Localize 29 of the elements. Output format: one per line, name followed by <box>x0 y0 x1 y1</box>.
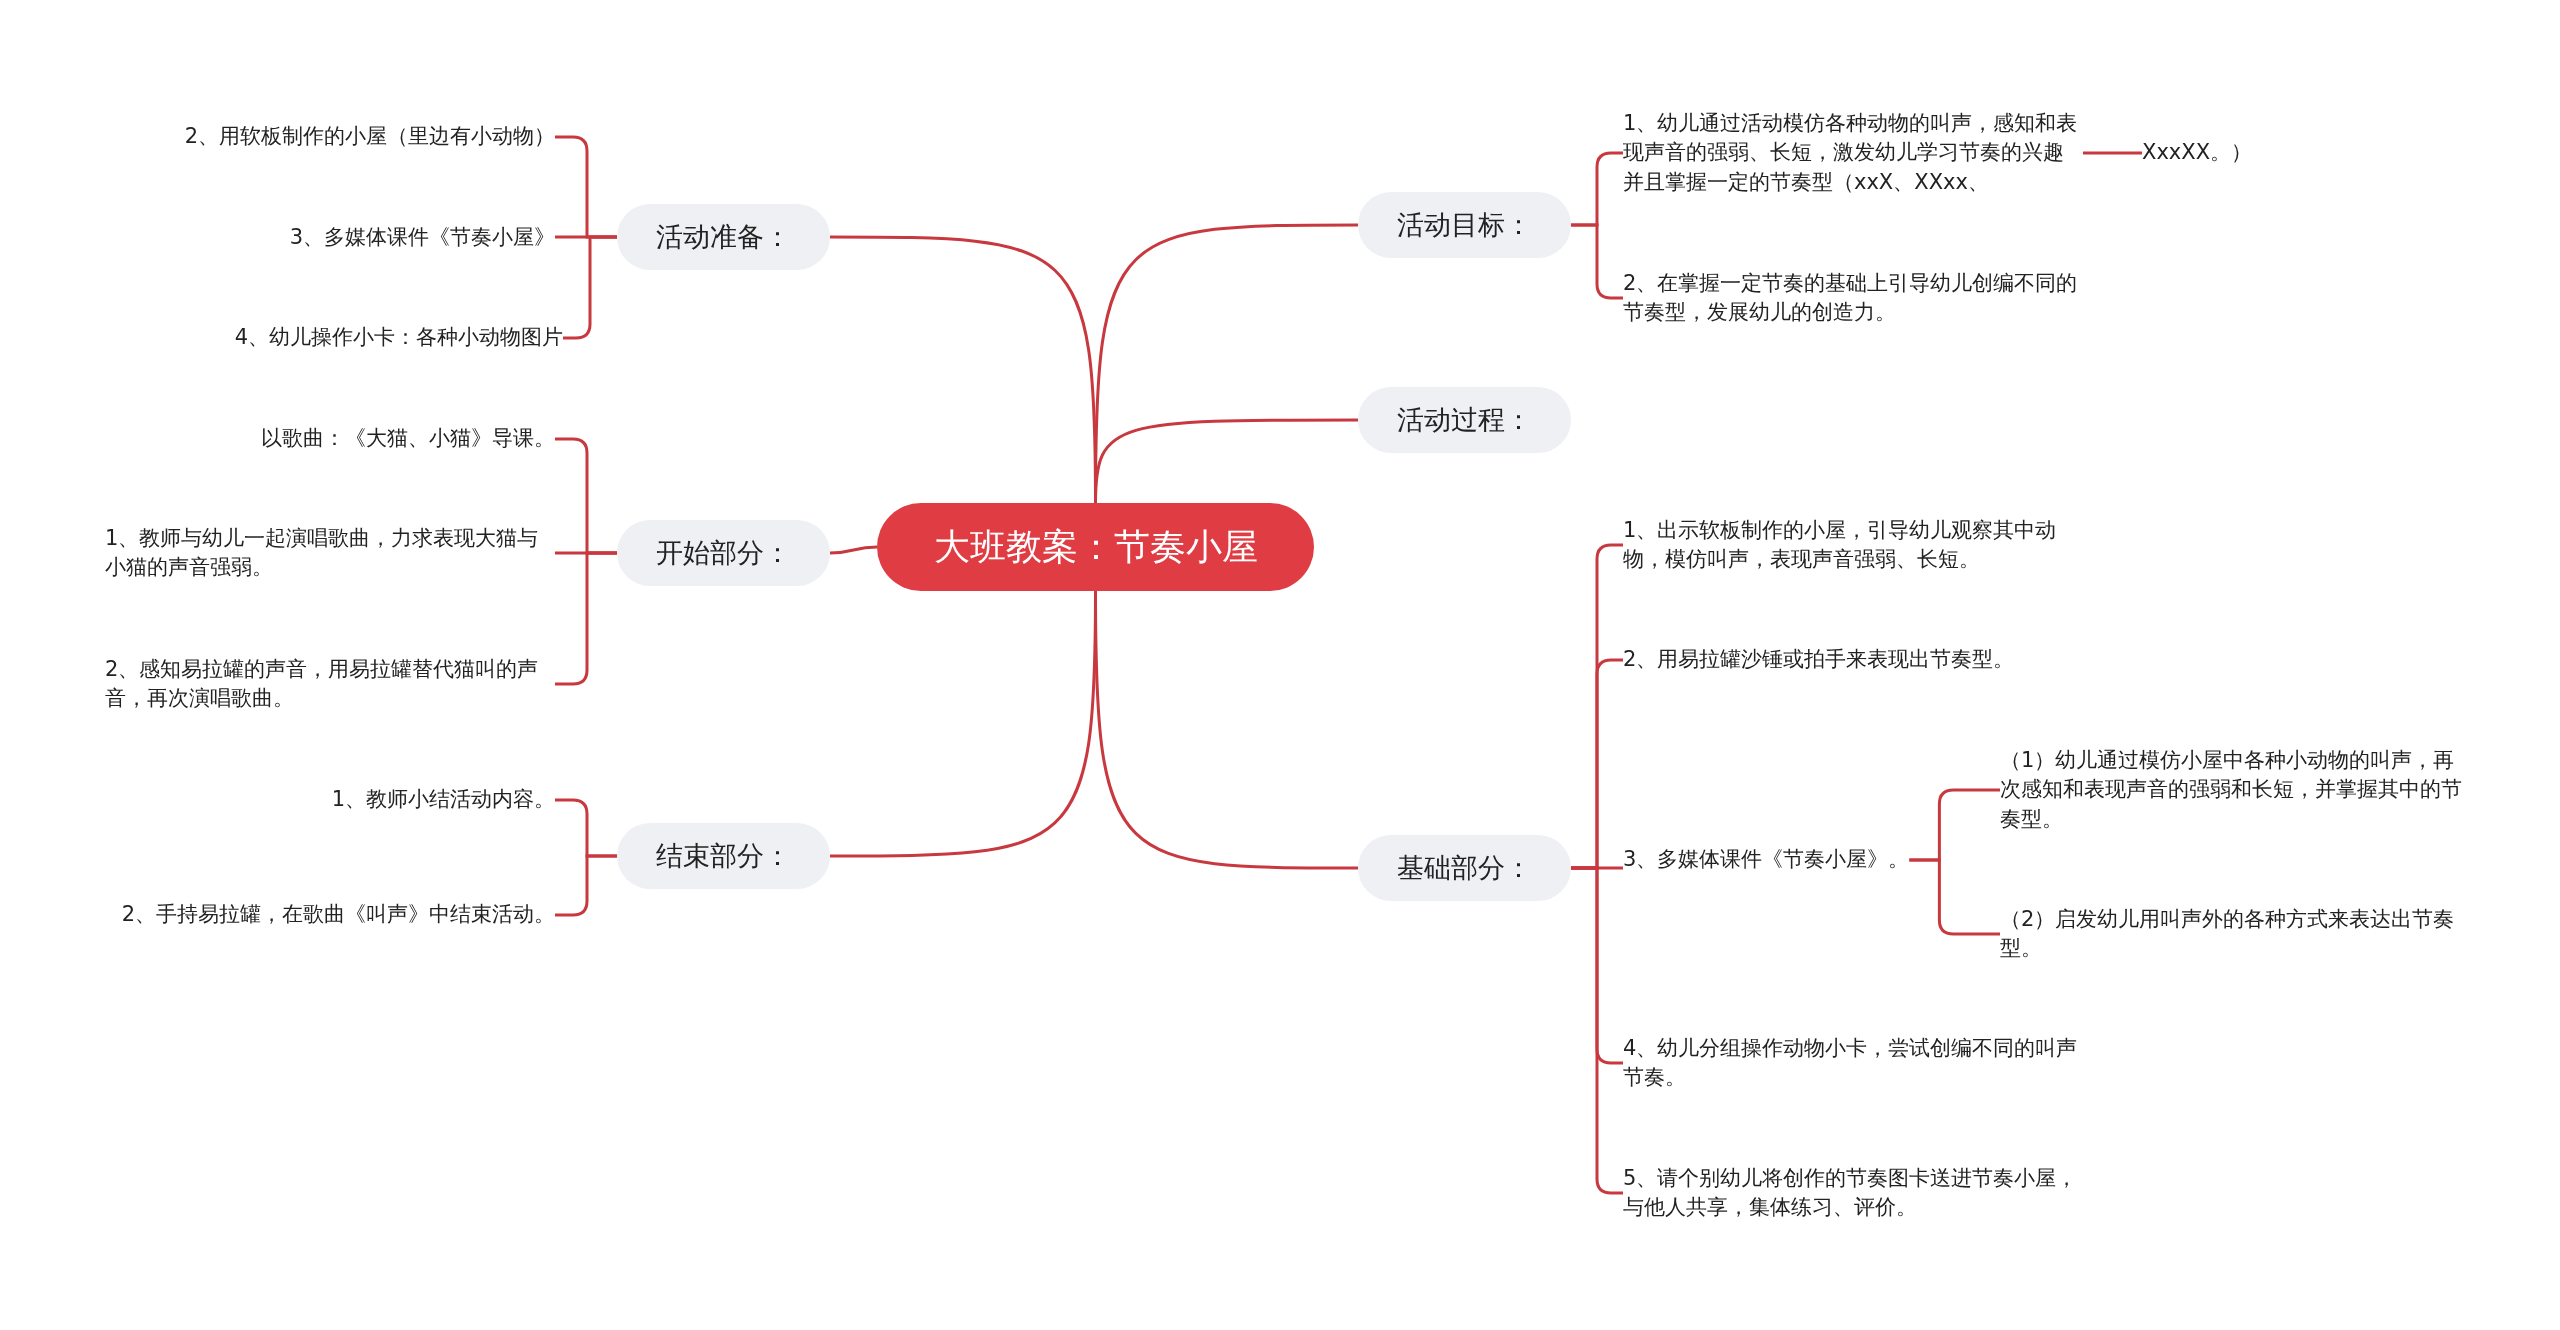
branch-text: 1、教师小结活动内容。 <box>331 785 555 815</box>
topic-pill: 结束部分： <box>617 823 830 889</box>
branch-text: 2、在掌握一定节奏的基础上引导幼儿创编不同的节奏型，发展幼儿的创造力。 <box>1623 268 2083 328</box>
branch-text: （2）启发幼儿用叫声外的各种方式来表达出节奏型。 <box>2000 904 2470 964</box>
branch-text: 5、请个别幼儿将创作的节奏图卡送进节奏小屋，与他人共享，集体练习、评价。 <box>1623 1163 2083 1223</box>
branch-text: 1、幼儿通过活动模仿各种动物的叫声，感知和表现声音的强弱、长短，激发幼儿学习节奏的兴趣并且掌握一定的节奏型（xxX、XXxx、 <box>1623 108 2083 198</box>
branch-text: 1、教师与幼儿一起演唱歌曲，力求表现大猫与小猫的声音强弱。 <box>105 523 555 583</box>
branch-text: 3、多媒体课件《节奏小屋》。 <box>1623 845 1910 875</box>
branch-line <box>2083 151 2142 155</box>
branch-text: 2、用软板制作的小屋（里边有小动物） <box>184 122 555 152</box>
central-topic: 大班教案：节奏小屋 <box>877 503 1314 591</box>
branch-text: 4、幼儿分组操作动物小卡，尝试创编不同的叫声节奏。 <box>1623 1033 2083 1093</box>
branch-text: （1）幼儿通过模仿小屋中各种小动物的叫声，再次感知和表现声音的强弱和长短，并掌握其中的节奏型。 <box>2000 745 2470 835</box>
branch-text: 3、多媒体课件《节奏小屋》 <box>289 223 555 253</box>
branch-line <box>1909 858 2000 936</box>
branch-text: 2、用易拉罐沙锤或拍手来表现出节奏型。 <box>1623 645 2015 675</box>
topic-pill: 开始部分： <box>617 520 830 586</box>
branch-text: 4、幼儿操作小卡：各种小动物图片 <box>234 323 563 353</box>
branch-text: XxxXX。） <box>2142 138 2252 168</box>
branch-line <box>829 545 878 555</box>
branch-text: 2、感知易拉罐的声音，用易拉罐替代猫叫的声音，再次演唱歌曲。 <box>105 654 555 714</box>
branch-text: 1、出示软板制作的小屋，引导幼儿观察其中动物，模仿叫声，表现声音强弱、长短。 <box>1623 515 2083 575</box>
topic-pill: 基础部分： <box>1358 835 1571 901</box>
branch-line <box>1094 591 1358 870</box>
branch-text: 以歌曲：《大猫、小猫》导课。 <box>261 424 555 454</box>
branch-text: 2、手持易拉罐，在歌曲《叫声》中结束活动。 <box>121 900 555 930</box>
topic-pill: 活动过程： <box>1358 387 1571 453</box>
topic-pill: 活动准备： <box>617 204 830 270</box>
topic-pill: 活动目标： <box>1358 192 1571 258</box>
